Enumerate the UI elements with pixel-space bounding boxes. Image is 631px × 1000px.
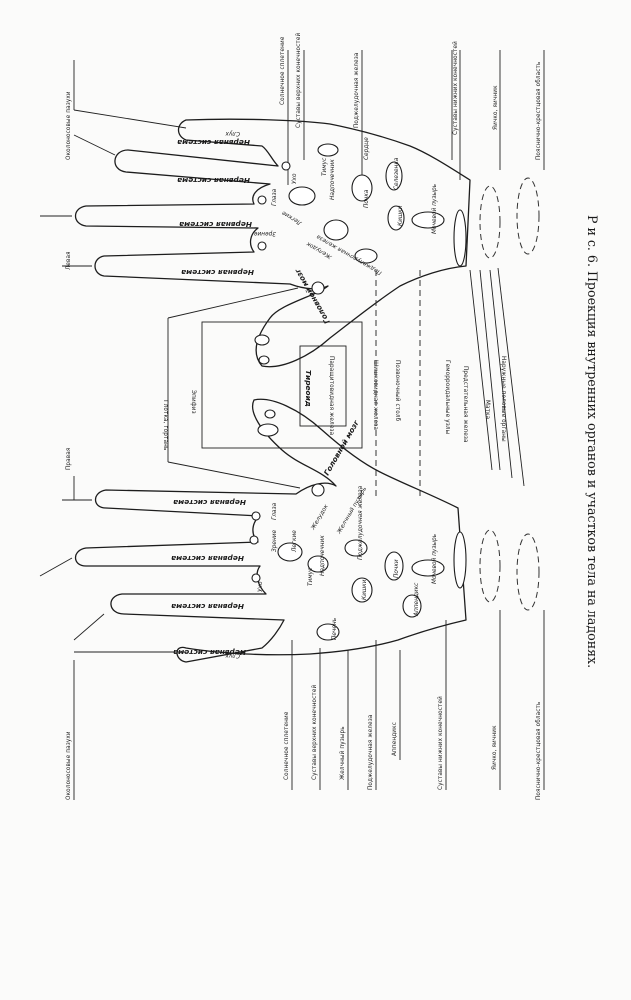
center-epiphysis-label: Эпифиз: [190, 390, 197, 414]
left-bladder-label: Мочевой пузырь: [432, 184, 438, 234]
center-thyroid-label: Тиреоид: [304, 370, 313, 407]
center-coccyx-label: Геморроидальные узлы: [444, 360, 451, 434]
left-ear-callout: Ухо: [292, 173, 298, 184]
center-parathyroid-label: Паращитовидная железа: [328, 356, 335, 435]
right-pancreas-label: Поджелудочная железа: [358, 485, 364, 560]
caption: Р и с. 6. Проекция внутренних органов и …: [585, 215, 600, 668]
callout-sinuses-bottom: Околоносовые пазухи: [65, 731, 72, 800]
left-brain-label: Головной мозг: [292, 266, 331, 325]
left-eyes-label: Глаза: [272, 188, 278, 206]
center-prostate-label: Предстательная железа: [462, 366, 469, 443]
callout-pancreas-top: Поджелудочная железа: [353, 52, 360, 128]
center-throat-label: Глотка, гортань: [162, 400, 169, 450]
right-lungs-label: Легкие: [292, 530, 298, 553]
right-hand: Нервная система Нервная система Нервная …: [39, 398, 467, 663]
right-brain-label: Головной мозг: [322, 418, 361, 477]
right-appendix-label: Аппендикс: [414, 582, 420, 617]
right-hearing-label: Слух: [225, 652, 240, 658]
left-finger-4-label: Нервная система: [181, 268, 254, 277]
left-hearing-label: Слух: [225, 130, 240, 136]
right-bladder-label: Мочевой пузырь: [432, 534, 438, 584]
center-spine-label: Позвоночный столб: [394, 360, 402, 422]
left-finger-2-label: Нервная система: [177, 176, 250, 185]
callout-solar-bottom: Солнечное сплетение: [283, 711, 290, 780]
callouts-right-bottom: Околоносовые пазухи Солнечное сплетение …: [65, 684, 542, 800]
callout-gallbladder-bottom: Желчный пузырь: [338, 726, 346, 780]
center-uterus-label: Матка: [484, 400, 491, 419]
callouts-left-top: Околоносовые пазухи Левая Солнечное спле…: [65, 32, 542, 270]
callout-testis-top: Яичко, яичник: [492, 85, 499, 130]
callout-lines-bottom: [73, 610, 545, 800]
center-region: Глотка, гортань Эпифиз Тиреоид Паращитов…: [162, 267, 525, 500]
right-eyes-label: Глаза: [272, 502, 278, 520]
left-lungs-label: Легкие: [281, 209, 304, 226]
right-finger-2-label: Нервная система: [171, 602, 244, 611]
callout-left-label: Левая: [65, 251, 72, 270]
callout-lumbar-bottom: Пояснично-крестцовая область: [534, 702, 542, 800]
right-thymus-label: Тимус: [308, 567, 314, 586]
left-finger-1-label: Нервная система: [177, 138, 250, 147]
callout-appendix-bottom: Аппендикс: [391, 722, 398, 756]
left-intestine-label: Кишки: [398, 205, 404, 226]
right-finger-3-label: Нервная система: [171, 554, 244, 563]
left-adrenal-label: Надпочечник: [330, 159, 336, 200]
right-stomach-label: Желудок: [310, 503, 330, 532]
right-vision-label: Зрение: [272, 529, 278, 552]
callout-testis-bottom: Яичко, яичник: [491, 725, 498, 770]
callout-right-label: Правая: [65, 448, 72, 470]
left-hand: Нервная система Нервная система Нервная …: [40, 118, 471, 368]
right-adrenal-label: Надпочечник: [320, 535, 326, 576]
callout-sinuses-top: Околоносовые пазухи: [65, 91, 72, 160]
callout-pancreas-bottom: Поджелудочная железа: [367, 714, 374, 790]
left-finger-3-label: Нервная система: [179, 220, 252, 229]
right-kidney-label: Почки: [394, 559, 400, 578]
callout-lumbar-top: Пояснично-крестцовая область: [534, 62, 542, 160]
right-finger-4-label: Нервная система: [173, 498, 246, 507]
callout-lines-top: [73, 50, 545, 190]
left-kidney-label: Почка: [364, 189, 370, 208]
left-vision-label: Зрение: [253, 230, 276, 236]
left-thymus-label: Тимус: [322, 157, 328, 176]
left-heart-label: Сердце: [364, 137, 370, 160]
right-liver-label: Печень: [332, 618, 338, 640]
right-finger-1-label: Нервная система: [173, 648, 246, 657]
callout-solar-top: Солнечное сплетение: [279, 36, 286, 105]
left-spleen-label: Селезенка: [394, 157, 400, 190]
callout-lower-joints-bottom: Суставы нижних конечностей: [436, 696, 444, 790]
callout-lower-joints-top: Суставы нижних конечностей: [451, 41, 459, 135]
callout-upper-joints-top: Суставы верхних конечностей: [294, 32, 302, 128]
right-intestine-label: Кишки: [362, 579, 368, 600]
callout-upper-joints-bottom: Суставы верхних конечностей: [310, 684, 318, 780]
right-ear-callout: Ухо: [258, 581, 264, 592]
